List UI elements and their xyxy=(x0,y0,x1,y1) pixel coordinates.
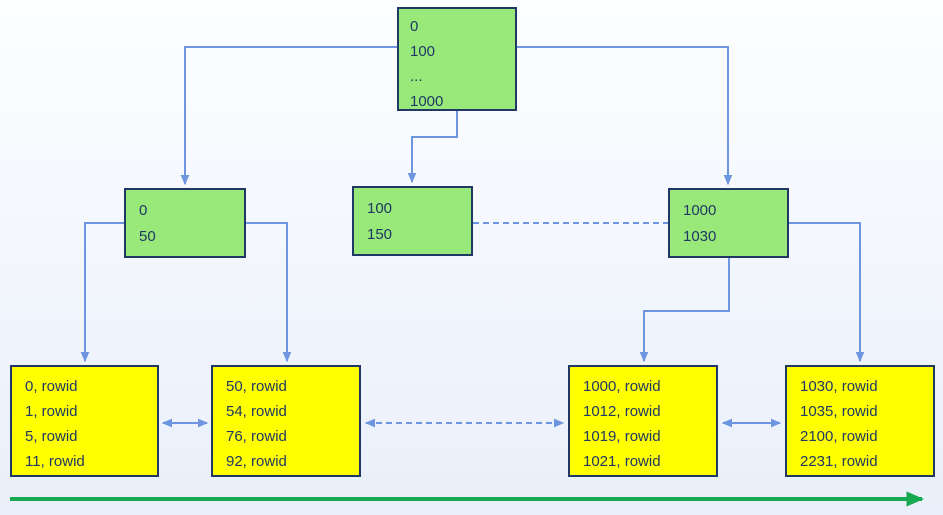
leaf-node-entry: 0, rowid xyxy=(25,378,78,395)
leaf-node-entry: 54, rowid xyxy=(226,403,287,420)
internal-node-entry: 50 xyxy=(139,228,156,245)
root-node-entry: 1000 xyxy=(410,93,444,110)
internal-node-entry: 100 xyxy=(367,200,393,217)
internal-node-right: 1000 1030 xyxy=(668,188,789,258)
connector-internal-left-to-leaf-1 xyxy=(80,222,124,363)
leaf-node-entry: 11, rowid xyxy=(25,453,85,470)
internal-node-entry: 0 xyxy=(139,202,148,219)
leaf-node-1: 0, rowid 1, rowid 5, rowid 11, rowid xyxy=(10,365,159,477)
connector-internal-right-to-leaf-4 xyxy=(789,222,865,363)
root-node-entry: 0 xyxy=(410,18,419,35)
connector-root-to-internal-left xyxy=(180,46,397,186)
leaf-node-entry: 2231, rowid xyxy=(800,453,878,470)
internal-node-middle: 100 150 xyxy=(352,186,473,256)
root-node-entry: 100 xyxy=(410,43,436,60)
leaf-node-2: 50, rowid 54, rowid 76, rowid 92, rowid xyxy=(211,365,361,477)
leaf-node-entry: 5, rowid xyxy=(25,428,78,445)
leaf-node-entry: 1000, rowid xyxy=(583,378,661,395)
root-node: 0 100 ... 1000 xyxy=(397,7,517,111)
leaf-node-entry: 1019, rowid xyxy=(583,428,661,445)
leaf-node-entry: 1035, rowid xyxy=(800,403,878,420)
leaf-node-entry: 1021, rowid xyxy=(583,453,661,470)
leaf-node-4: 1030, rowid 1035, rowid 2100, rowid 2231… xyxy=(785,365,935,477)
internal-node-left: 0 50 xyxy=(124,188,246,258)
connector-root-to-internal-middle xyxy=(407,111,458,184)
leaf-node-entry: 1012, rowid xyxy=(583,403,661,420)
leaf-node-3: 1000, rowid 1012, rowid 1019, rowid 1021… xyxy=(568,365,718,477)
leaf-node-entry: 2100, rowid xyxy=(800,428,878,445)
connector-internal-left-to-leaf-2 xyxy=(246,222,292,363)
leaf-node-entry: 76, rowid xyxy=(226,428,287,445)
internal-node-entry: 1000 xyxy=(683,202,717,219)
internal-node-entry: 150 xyxy=(367,226,393,243)
internal-node-entry: 1030 xyxy=(683,228,717,245)
connector-internal-right-to-leaf-3 xyxy=(639,258,730,363)
leaf-node-entry: 50, rowid xyxy=(226,378,287,395)
connector-root-to-internal-right xyxy=(517,46,733,186)
leaf-node-entry: 1, rowid xyxy=(25,403,78,420)
leaf-node-entry: 1030, rowid xyxy=(800,378,878,395)
leaf-node-entry: 92, rowid xyxy=(226,453,287,470)
root-node-entry: ... xyxy=(410,68,423,85)
